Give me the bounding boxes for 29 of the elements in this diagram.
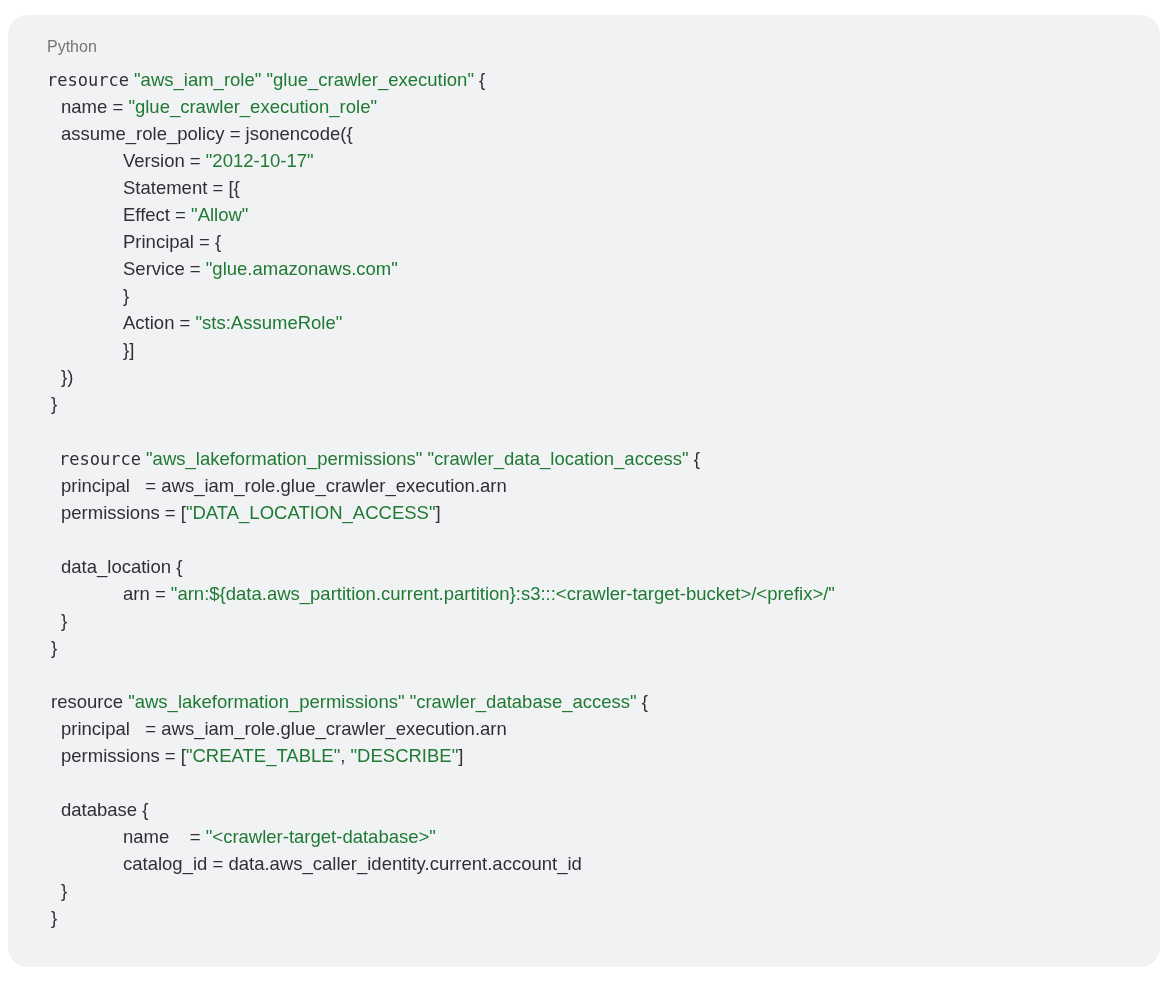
code-line: })	[61, 365, 74, 389]
code-line: catalog_id = data.aws_caller_identity.current.account_id	[123, 852, 582, 876]
code-line: }]	[123, 338, 135, 362]
code-line: Principal = {	[123, 230, 222, 254]
code-line: }	[123, 284, 130, 308]
code-line: database {	[61, 798, 149, 822]
code-line: Action = "sts:AssumeRole"	[123, 311, 343, 335]
code-line: }	[51, 636, 58, 660]
code-line: Service = "glue.amazonaws.com"	[123, 257, 398, 281]
code-line: }	[61, 609, 68, 633]
code-line: arn = "arn:${data.aws_partition.current.partition}:s3:::<crawler-target-bucket>/<prefix>/"	[123, 582, 835, 606]
code-line: principal = aws_iam_role.glue_crawler_execution.arn	[61, 474, 507, 498]
code-line: resource "aws_lakeformation_permissions" "crawler_database_access" {	[51, 690, 648, 714]
code-line: name = "glue_crawler_execution_role"	[61, 95, 377, 119]
code-line: permissions = ["DATA_LOCATION_ACCESS"]	[61, 501, 441, 525]
language-label: Python	[47, 37, 97, 57]
code-line: Statement = [{	[123, 176, 240, 200]
code-line: name = "<crawler-target-database>"	[123, 825, 436, 849]
code-line: assume_role_policy = jsonencode({	[61, 122, 353, 146]
code-line: principal = aws_iam_role.glue_crawler_execution.arn	[61, 717, 507, 741]
code-line: resource "aws_lakeformation_permissions" "crawler_data_location_access" {	[59, 447, 700, 471]
code-line: data_location {	[61, 555, 183, 579]
code-line: Effect = "Allow"	[123, 203, 249, 227]
code-line: }	[61, 879, 68, 903]
code-line: permissions = ["CREATE_TABLE", "DESCRIBE"]	[61, 744, 464, 768]
code-line: resource "aws_iam_role" "glue_crawler_execution" {	[47, 68, 486, 92]
code-line: }	[51, 392, 58, 416]
code-line: Version = "2012-10-17"	[123, 149, 314, 173]
code-line: }	[51, 906, 58, 930]
